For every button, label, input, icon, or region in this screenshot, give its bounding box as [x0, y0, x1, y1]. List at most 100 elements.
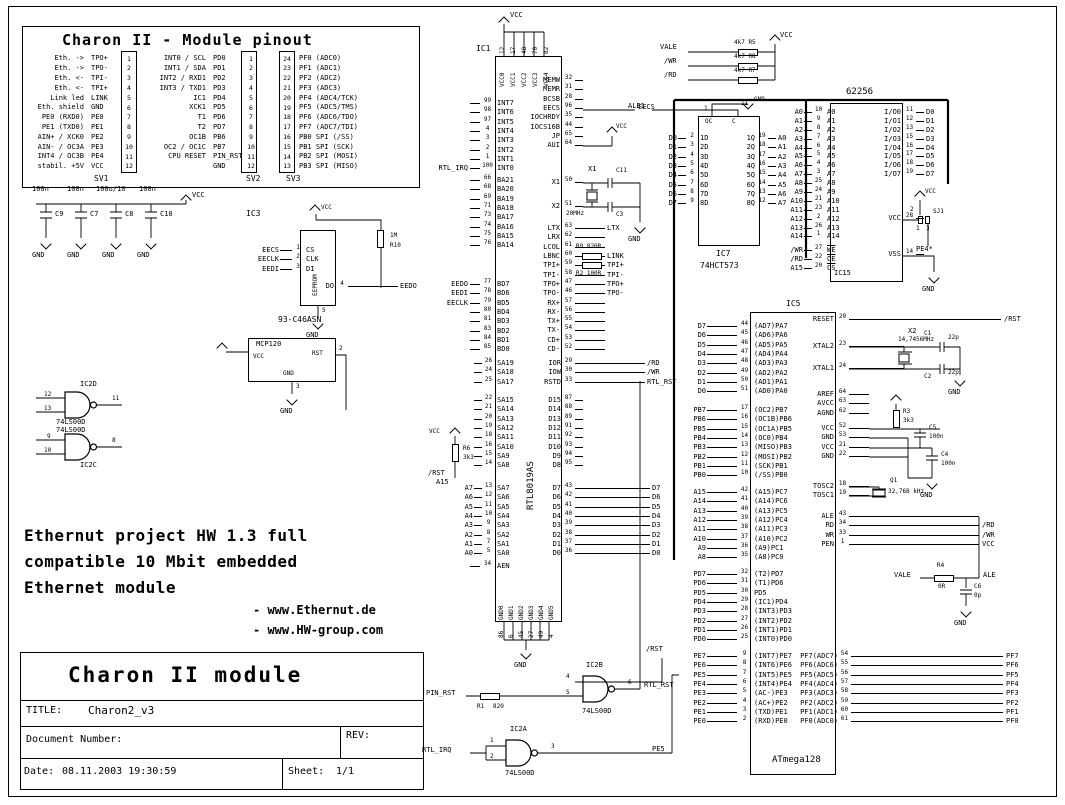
wire [575, 330, 605, 332]
pin-number: 19 [838, 489, 847, 497]
pin-function: INT2 / RXD1 [159, 73, 206, 82]
gate-pin-number: 5 [566, 689, 570, 696]
wire [470, 103, 480, 105]
pin-number: 5 [816, 150, 821, 158]
pin-number: 39 [564, 519, 573, 527]
pin-name: PD0 [213, 54, 226, 63]
pin-number: 21 [838, 440, 847, 448]
ic7-ref: IC7 [716, 249, 731, 258]
pin-name: (TXD)PE1 [754, 707, 788, 716]
pin-name: SA8 [497, 461, 510, 470]
ic5-part: ATmega128 [772, 755, 821, 765]
pin-number: 47 [740, 348, 749, 356]
pin-number: 26 [740, 623, 749, 631]
pin-number: 25 [484, 375, 493, 383]
pin-name: VCC [821, 442, 834, 451]
title-block-divider [282, 758, 283, 790]
pin-name: 4Q [746, 162, 755, 171]
title-value: Charon2_v3 [88, 704, 155, 717]
wire [707, 520, 737, 522]
pin-function: CPU RESET [168, 152, 206, 161]
pin-name: PF3(ADC3) [800, 689, 838, 698]
wire [474, 516, 482, 518]
gate-pin-number: 9 [47, 433, 51, 440]
pin-function: Eth. <- [54, 83, 84, 92]
wire [575, 246, 605, 248]
cap-value: 100u/10 [96, 185, 126, 193]
wire [916, 218, 924, 220]
net-label: A11 [790, 205, 803, 214]
wire [707, 602, 737, 604]
pin-name: A11 [827, 205, 840, 214]
vcc-label: VCC [616, 123, 627, 130]
q1-ref: Q1 [890, 477, 898, 484]
ic3-body [300, 230, 336, 306]
pin-number: 54 [564, 324, 573, 332]
net-label: A10 [693, 534, 706, 543]
wire [707, 372, 737, 374]
net-label: D3 [668, 162, 677, 171]
pin-number: 22 [838, 450, 847, 458]
pin-number: 14 [905, 248, 914, 256]
pin-row: RX+57 [522, 297, 624, 307]
wire [470, 566, 480, 568]
date-label: Date: [24, 766, 55, 777]
wire [575, 465, 583, 467]
wire [575, 117, 583, 119]
net-label: PF0 [1006, 717, 1019, 726]
pin-name: D9 [552, 451, 561, 460]
pin-name: 3Q [746, 152, 755, 161]
pin-number: 17 [740, 404, 749, 412]
wire [707, 363, 737, 365]
sv2-label: SV2 [246, 174, 261, 183]
mcp120-rst-pin: RST [312, 350, 323, 357]
pin-name: A3 [827, 134, 836, 143]
wire [916, 147, 924, 149]
pin-number: 71 [483, 202, 492, 210]
wire [575, 89, 583, 91]
resistor-r9 [582, 253, 602, 260]
net-label: D4 [926, 143, 935, 152]
pin-number: 43 [838, 510, 847, 518]
pin-function: INT3 / TXD1 [159, 83, 206, 92]
wire [707, 447, 737, 449]
net-label: PF1 [1006, 707, 1019, 716]
url-ethernut: - www.Ethernut.de [253, 603, 376, 617]
wire [804, 129, 812, 131]
pin-name: BA17 [497, 213, 514, 222]
r3-ref: R3 [903, 408, 911, 415]
pin-name: (INT6)PE6 [754, 661, 792, 670]
pin-number: 41 [564, 500, 573, 508]
net-label: D0 [668, 134, 677, 143]
pin-name: PF0 (ADC0) [299, 54, 342, 63]
pin-function: INT0 / SCL [163, 54, 206, 63]
pin-number: 94 [564, 449, 573, 457]
pin-name: X1 [551, 178, 560, 187]
pin-name: EECS [543, 104, 560, 113]
net-label: A1 [778, 143, 787, 152]
wire [575, 302, 605, 304]
pin-name: D11 [548, 433, 561, 442]
pin-name: VCC [821, 424, 834, 433]
rev-label: REV: [346, 730, 371, 741]
pin-name: SA17 [497, 377, 514, 386]
pin-name: PB6 [213, 132, 226, 141]
pin-number: 7 [816, 132, 821, 140]
wire [474, 446, 482, 448]
gate-pin-number: 10 [44, 447, 52, 454]
pin-name: BD7 [497, 280, 510, 289]
pin-name: TPO+ [91, 54, 108, 63]
cap-ref: C10 [160, 210, 173, 218]
